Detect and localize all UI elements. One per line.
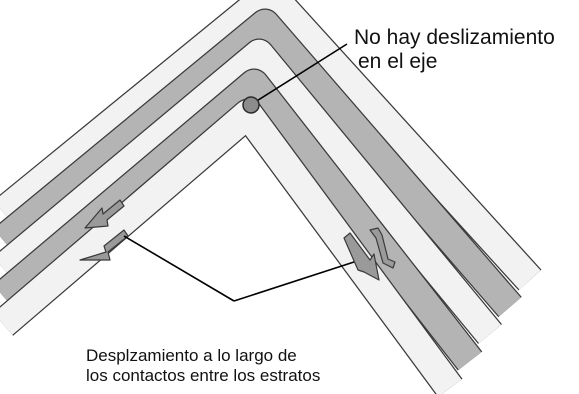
- left-contact-leader-line: [123, 235, 235, 302]
- layer-3-light: [0, 38, 502, 344]
- hinge-axis-point: [242, 96, 260, 114]
- right-limb-slip-arrows: [343, 227, 396, 281]
- left-upper-slip-arrow: [84, 199, 125, 229]
- layer-5-light: [0, 98, 463, 394]
- contacts-label-line-2: los contactos entre los estratos: [86, 366, 321, 385]
- left-limb-slip-arrows: [79, 199, 129, 261]
- axis-label-line-1: No hay deslizamiento: [354, 26, 555, 49]
- axis-leader-line: [251, 43, 348, 105]
- axis-label: No hay deslizamiento en el eje: [354, 26, 555, 74]
- right-upper-slip-arrow: [369, 227, 396, 269]
- contacts-label-line-1: Desplzamiento a lo largo de: [86, 346, 297, 365]
- right-contact-leader-line: [233, 261, 355, 302]
- axis-label-line-2: en el eje: [358, 50, 438, 73]
- layer-2-dark: [0, 8, 522, 318]
- right-lower-slip-arrow: [343, 232, 380, 281]
- contact-leader-lines: [123, 235, 355, 302]
- contacts-label: Desplzamiento a lo largo de los contacto…: [86, 346, 320, 386]
- layer-1-light: [0, 0, 542, 291]
- left-lower-slip-arrow: [79, 229, 129, 261]
